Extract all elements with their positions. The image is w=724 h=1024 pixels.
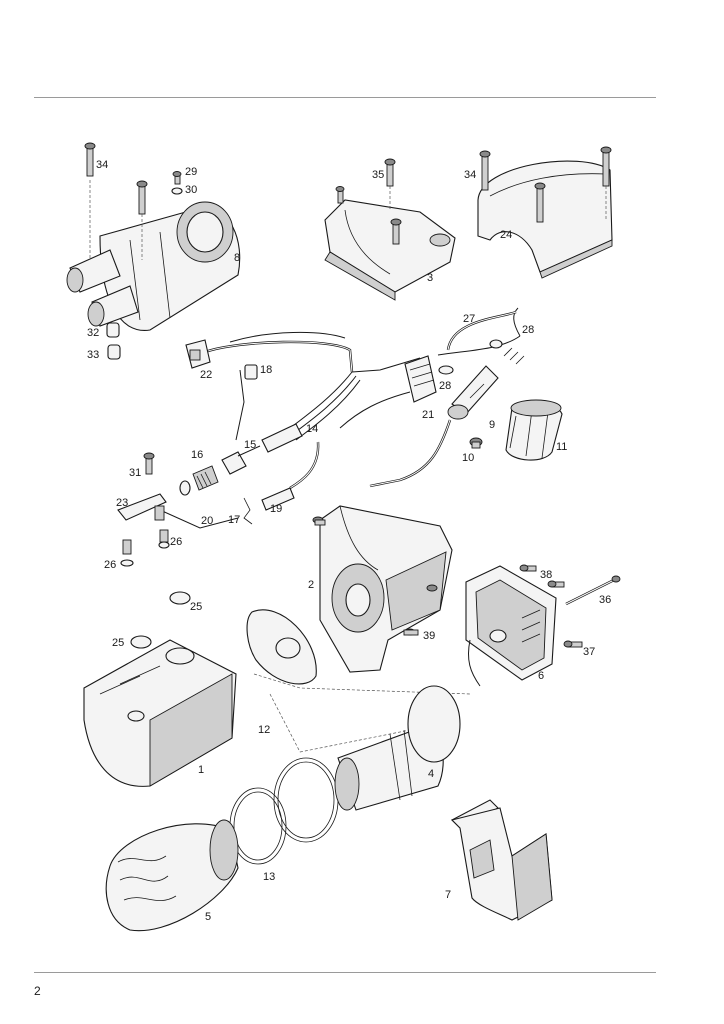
- part-26-screw-b: [120, 539, 134, 567]
- callout-31: 31: [129, 467, 141, 479]
- part-34-screw-right: [479, 150, 491, 191]
- callout-1: 1: [198, 764, 204, 776]
- page-number: 2: [34, 984, 41, 998]
- part-screw-on-24-b: [600, 146, 612, 220]
- part-18-plug: [244, 364, 258, 380]
- part-25-seal-left: [130, 635, 152, 649]
- callout-35: 35: [372, 169, 384, 181]
- footer-rule: [34, 972, 656, 973]
- part-12-gasket: [246, 609, 471, 753]
- part-13-ring-b: [273, 757, 339, 843]
- callout-22: 22: [200, 369, 212, 381]
- part-36-long-screw: [565, 575, 621, 606]
- part-16-filter: [179, 465, 219, 496]
- callout-4: 4: [428, 768, 434, 780]
- part-32-grommet: [106, 322, 120, 338]
- part-screw-on-3-b: [390, 218, 402, 245]
- part-7-mounting-bracket: [450, 799, 553, 921]
- part-27-fuel-line: [446, 310, 517, 351]
- callout-9: 9: [489, 419, 495, 431]
- part-11-screen: [505, 399, 563, 461]
- callout-26-a: 26: [170, 536, 182, 548]
- part-24-cover: [477, 160, 613, 279]
- part-22-connector: [185, 339, 211, 369]
- callout-37: 37: [583, 646, 595, 658]
- callout-5: 5: [205, 911, 211, 923]
- part-34-screw-left: [84, 142, 96, 260]
- callout-12: 12: [258, 724, 270, 736]
- part-29-screw: [172, 171, 182, 185]
- callout-36: 36: [599, 594, 611, 606]
- part-35-screw: [384, 158, 396, 210]
- callout-25-left: 25: [112, 637, 124, 649]
- part-4-combustion-tube: [334, 685, 461, 811]
- callout-28-right: 28: [522, 324, 534, 336]
- callout-15: 15: [244, 439, 256, 451]
- callout-30: 30: [185, 184, 197, 196]
- part-28-seal-left: [438, 365, 454, 375]
- callout-labels: 1 2 3 4 5 6 7 8 9 10 11 12 13 14 15 16 1…: [87, 159, 611, 923]
- callout-16: 16: [191, 449, 203, 461]
- callout-19: 19: [270, 503, 282, 515]
- part-screw-on-8: [136, 180, 148, 260]
- callout-28-left: 28: [439, 380, 451, 392]
- part-screw-on-3-a: [335, 186, 345, 204]
- callout-14: 14: [306, 423, 318, 435]
- callout-3: 3: [427, 272, 433, 284]
- wiring-harness: [204, 307, 521, 490]
- part-37-screw: [563, 640, 583, 648]
- callout-6: 6: [538, 670, 544, 682]
- part-25-seal-top: [169, 591, 191, 605]
- part-1-heat-exchanger: [83, 639, 237, 787]
- part-3-bracket: [324, 199, 456, 301]
- part-9-glow-plug: [447, 365, 499, 420]
- callout-11: 11: [556, 441, 567, 453]
- part-15-sensor: [221, 445, 261, 475]
- callout-7: 7: [445, 889, 451, 901]
- callout-32: 32: [87, 327, 99, 339]
- callout-25-top: 25: [190, 601, 202, 613]
- callout-24: 24: [500, 229, 512, 241]
- callout-2: 2: [308, 579, 314, 591]
- part-26-screw-a: [158, 529, 170, 549]
- callout-10: 10: [462, 452, 474, 464]
- part-14-inline-fuse: [261, 423, 303, 453]
- callout-20: 20: [201, 515, 213, 527]
- part-19-sensor: [261, 487, 295, 511]
- part-5-burner: [105, 819, 239, 932]
- callout-38: 38: [540, 569, 552, 581]
- part-screw-on-24-a: [534, 182, 546, 223]
- part-20-ground-lead: [154, 505, 239, 529]
- part-39-screw: [403, 628, 419, 636]
- part-17-clip: [243, 497, 253, 525]
- part-21-connector-block: [404, 355, 437, 403]
- part-10-screw: [469, 437, 483, 449]
- part-screw-on-2-a: [312, 516, 326, 526]
- callout-39: 39: [423, 630, 435, 642]
- callout-13: 13: [263, 871, 275, 883]
- callout-34-left: 34: [96, 159, 108, 171]
- callout-18: 18: [260, 364, 272, 376]
- part-28-contacts-right: [489, 339, 525, 365]
- callout-33: 33: [87, 349, 99, 361]
- callout-34-right: 34: [464, 169, 476, 181]
- part-30-washer: [171, 187, 183, 195]
- header-rule: [34, 97, 656, 98]
- callout-27: 27: [463, 313, 475, 325]
- callout-17: 17: [228, 514, 240, 526]
- callout-29: 29: [185, 166, 197, 178]
- part-6-control-housing: [465, 565, 557, 687]
- part-2-blower-housing: [319, 505, 453, 673]
- callout-23: 23: [116, 497, 128, 509]
- callout-26-b: 26: [104, 559, 116, 571]
- callout-21: 21: [422, 409, 434, 421]
- part-screw-on-2-b: [426, 584, 438, 592]
- part-33-grommet: [107, 344, 121, 360]
- part-38-screws: [519, 564, 565, 588]
- part-23-bracket: [117, 493, 167, 521]
- part-8-pump-motor: [66, 201, 241, 331]
- callout-8: 8: [234, 252, 240, 264]
- part-31-screw: [143, 452, 155, 475]
